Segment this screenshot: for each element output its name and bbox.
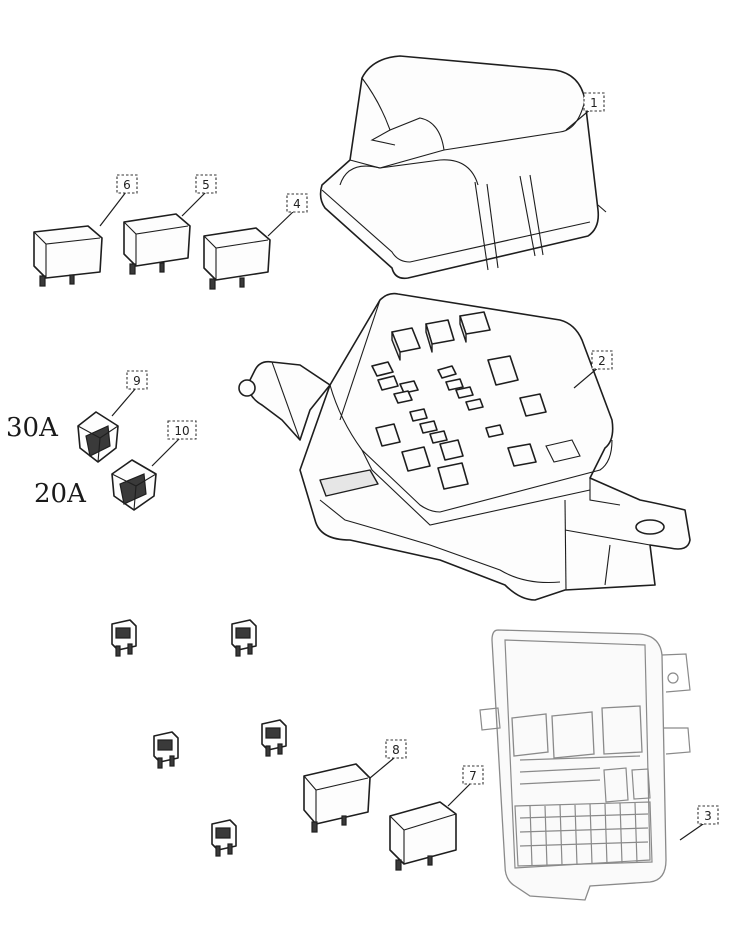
callout-1: 1	[583, 92, 605, 112]
relay-part-4	[203, 227, 271, 290]
fuse-box-cover	[319, 55, 607, 280]
mini-fuse	[211, 819, 237, 857]
callout-5: 5	[195, 174, 217, 194]
callout-6: 6	[116, 174, 138, 194]
callout-4: 4	[286, 193, 308, 213]
relay-part-8	[303, 763, 371, 833]
mini-fuse	[111, 619, 137, 657]
fuse-box-body	[238, 292, 691, 601]
rating-20a-label: 20A	[34, 479, 87, 509]
relay-part-7	[389, 801, 457, 871]
callout-7-label: 7	[469, 769, 477, 783]
callout-8-label: 8	[392, 743, 400, 757]
callout-4-label: 4	[293, 197, 301, 211]
callout-9: 9	[126, 370, 148, 390]
mini-fuse	[261, 719, 287, 757]
junction-box	[479, 629, 691, 901]
callout-10: 10	[167, 420, 197, 440]
callout-9-label: 9	[133, 374, 141, 388]
maxi-fuse-part-10	[111, 459, 157, 511]
callout-10-label: 10	[174, 424, 189, 438]
callout-6-label: 6	[123, 178, 131, 192]
callout-5-label: 5	[202, 178, 210, 192]
callout-8: 8	[385, 739, 407, 759]
relay-part-6	[33, 225, 103, 287]
maxi-fuse-part-9	[77, 411, 119, 463]
callout-1-label: 1	[590, 96, 598, 110]
mini-fuse	[153, 731, 179, 769]
callout-7: 7	[462, 765, 484, 785]
mini-fuse	[231, 619, 257, 657]
rating-30a-label: 30A	[6, 413, 59, 443]
callout-3-label: 3	[704, 809, 712, 823]
leader-lines	[99, 107, 707, 841]
relay-part-5	[123, 213, 191, 275]
callout-2: 2	[591, 350, 613, 370]
callout-2-label: 2	[598, 354, 606, 368]
callout-3: 3	[697, 805, 719, 825]
